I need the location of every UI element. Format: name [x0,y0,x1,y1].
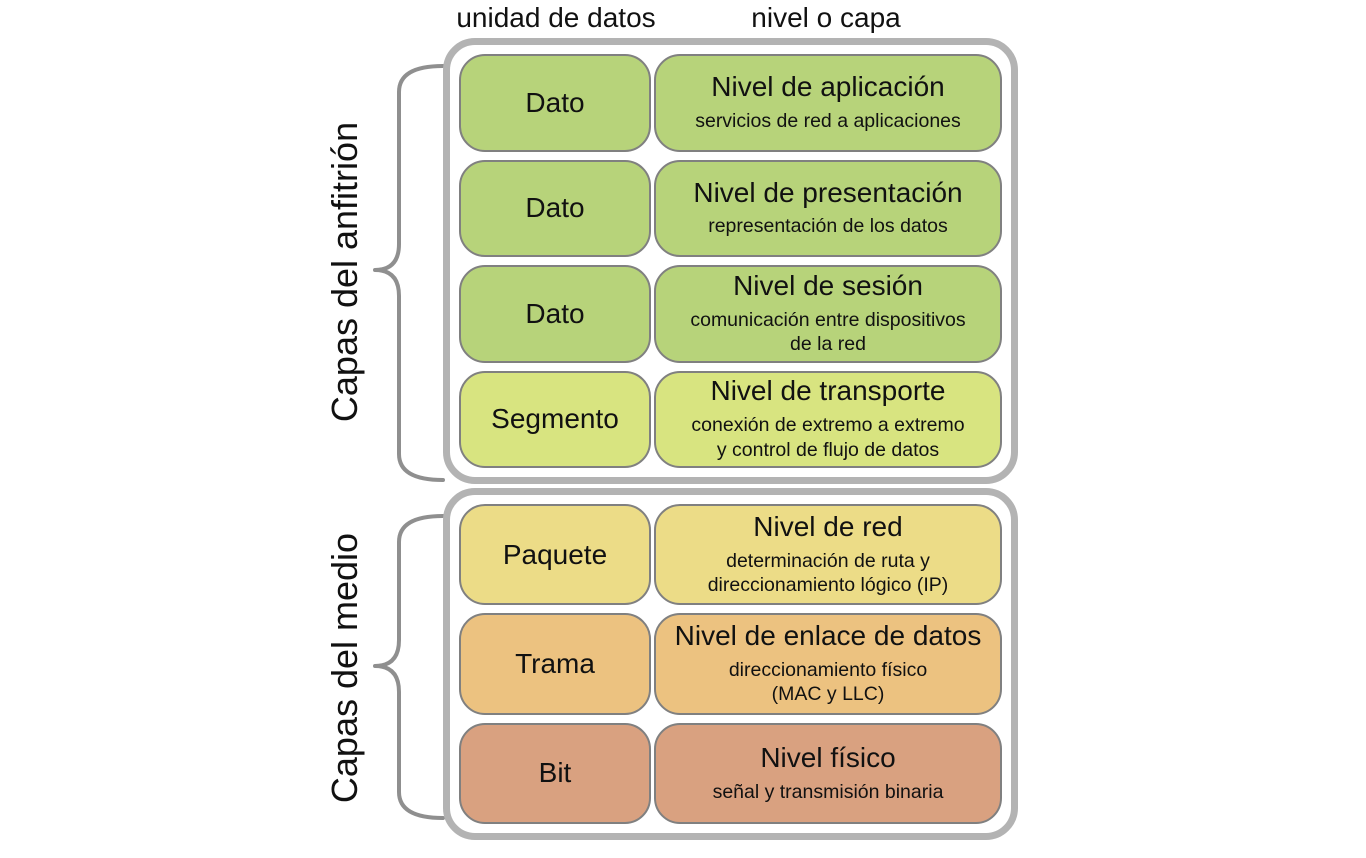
data-unit-label: Segmento [491,403,619,435]
data-unit-box-data-link: Trama [459,613,651,715]
layer-title: Nivel de transporte [710,375,946,407]
column-header-data-unit: unidad de datos [456,2,656,33]
layer-row-application: Dato Nivel de aplicación servicios de re… [459,54,1002,152]
layer-title: Nivel de aplicación [711,71,945,103]
data-unit-label: Paquete [502,538,608,570]
layer-title: Nivel de enlace de datos [674,620,982,652]
data-unit-box-presentation: Dato [459,159,651,257]
layer-row-data-link: Trama Nivel de enlace de datos direccion… [459,613,1002,715]
data-unit-label: Trama [515,647,595,679]
data-unit-box-network: Paquete [459,504,651,606]
layer-row-session: Dato Nivel de sesión comunicación entre … [459,265,1002,363]
layer-row-physical: Bit Nivel físico señal y transmisión bin… [459,722,1002,824]
layer-row-network: Paquete Nivel de red determinación de ru… [459,504,1002,606]
layer-box-session: Nivel de sesión comunicación entre dispo… [654,265,1002,363]
layer-title: Nivel de presentación [693,176,963,208]
layer-box-transport: Nivel de transporte conexión de extremo … [654,370,1002,468]
data-unit-box-physical: Bit [459,722,651,824]
data-unit-label: Bit [538,757,572,789]
layer-description: señal y transmisión binaria [712,780,944,803]
column-header-level: nivel o capa [751,2,901,33]
layer-box-network: Nivel de red determinación de ruta y dir… [654,504,1002,606]
media-layers-brace-icon [373,514,445,820]
layer-box-physical: Nivel físico señal y transmisión binaria [654,722,1002,824]
layer-box-data-link: Nivel de enlace de datos direccionamient… [654,613,1002,715]
layer-title: Nivel de red [753,510,903,542]
group-label-host-layers: Capas del anfitrión [324,121,365,423]
layer-description: determinación de ruta y direccionamiento… [707,549,949,597]
layer-row-transport: Segmento Nivel de transporte conexión de… [459,370,1002,468]
layer-box-presentation: Nivel de presentación representación de … [654,159,1002,257]
layer-description: conexión de extremo a extremo y control … [691,414,965,461]
data-unit-label: Dato [525,86,585,118]
data-unit-box-application: Dato [459,54,651,152]
layer-description: servicios de red a aplicaciones [695,109,961,132]
layer-description: comunicación entre dispositivos de la re… [690,308,966,356]
layer-description: representación de los datos [708,215,948,238]
media-layers-group: Paquete Nivel de red determinación de ru… [443,488,1018,840]
data-unit-box-session: Dato [459,265,651,363]
group-label-media-layers: Capas del medio [324,532,365,804]
layer-row-presentation: Dato Nivel de presentación representació… [459,159,1002,257]
layer-box-application: Nivel de aplicación servicios de red a a… [654,54,1002,152]
data-unit-box-transport: Segmento [459,370,651,468]
host-layers-brace-icon [373,64,445,482]
layer-description: direccionamiento físico (MAC y LLC) [728,659,928,706]
data-unit-label: Dato [525,297,585,329]
host-layers-group: Dato Nivel de aplicación servicios de re… [443,38,1018,484]
layer-title: Nivel de sesión [733,269,923,301]
layer-title: Nivel físico [760,741,896,773]
data-unit-label: Dato [525,192,585,224]
